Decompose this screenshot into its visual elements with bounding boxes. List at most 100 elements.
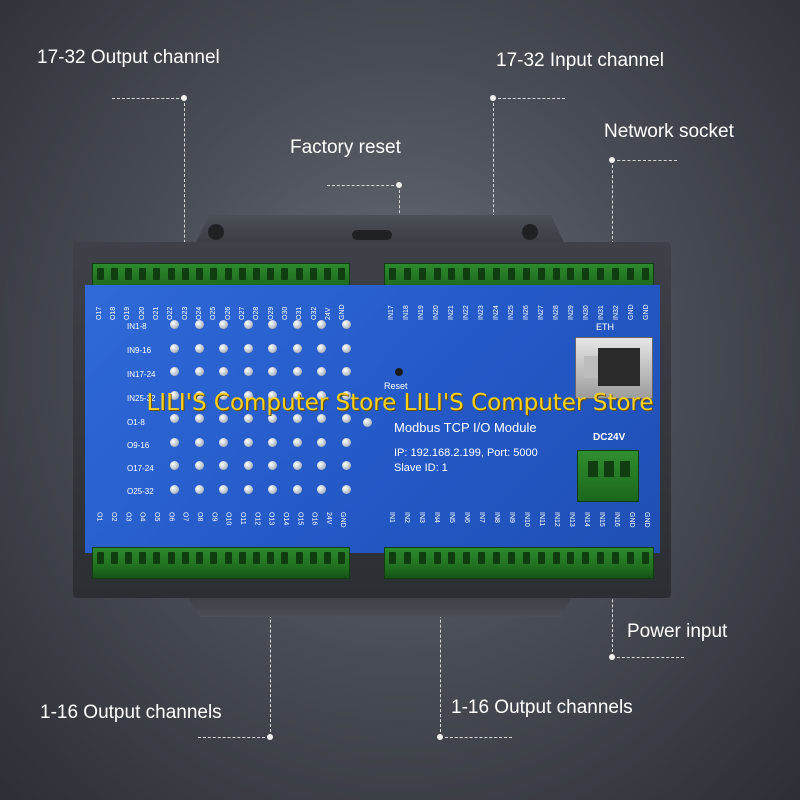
led-row-label: IN25-32 [127,394,156,403]
terminal-screw-slot[interactable] [110,552,118,564]
terminal-screw-slot[interactable] [153,552,161,564]
terminal-screw-slot[interactable] [167,552,175,564]
terminal-screw-slot[interactable] [641,552,649,564]
channel-led [268,390,277,400]
terminal-screw-slot[interactable] [181,552,189,564]
terminal-screw-slot[interactable] [388,552,396,564]
terminal-screw-slot[interactable] [507,268,515,280]
terminal-screw-slot[interactable] [338,268,346,280]
terminal-screw-slot[interactable] [388,268,396,280]
terminal-screw-slot[interactable] [641,268,649,280]
terminal-screw-slot[interactable] [139,268,147,280]
terminal-screw-slot[interactable] [324,268,332,280]
terminal-screw-slot[interactable] [403,268,411,280]
terminal-screw-slot[interactable] [125,552,133,564]
terminal-screw-slot[interactable] [567,268,575,280]
terminal-screw-slot[interactable] [281,552,289,564]
terminal-screw-slot[interactable] [433,552,441,564]
callout-factory-reset: Factory reset [290,137,401,158]
pin-label: IN3 [418,512,425,523]
terminal-screw-slot[interactable] [295,268,303,280]
terminal-screw-slot[interactable] [552,552,560,564]
channel-led [219,390,228,400]
terminal-screw-slot[interactable] [110,268,118,280]
terminal-screw-slot[interactable] [253,268,261,280]
pin-label: IN5 [448,512,455,523]
terminal-screw-slot[interactable] [238,552,246,564]
pin-label: IN21 [448,305,455,320]
channel-led [292,461,302,470]
terminal-screw-slot[interactable] [582,268,590,280]
pin-label: O28 [253,306,261,320]
terminal-screw-slot[interactable] [597,268,605,280]
terminal-screw-slot[interactable] [626,268,634,280]
terminal-screw-slot[interactable] [238,268,246,280]
terminal-screw-slot[interactable] [167,268,175,280]
terminal-screw-slot[interactable] [478,552,486,564]
terminal-screw-slot[interactable] [493,552,501,564]
pin-label: O17 [95,306,103,320]
terminal-screw-slot[interactable] [96,552,104,564]
channel-led [219,320,228,329]
terminal-screw-slot[interactable] [309,552,317,564]
terminal-screw-slot[interactable] [309,268,317,280]
terminal-screw-slot[interactable] [478,268,486,280]
terminal-screw-slot[interactable] [96,268,104,280]
terminal-screw-slot[interactable] [612,268,620,280]
terminal-screw-slot[interactable] [224,552,232,564]
terminal-bottom-right [384,547,654,579]
terminal-screw-slot[interactable] [433,268,441,280]
pin-label: IN30 [583,305,590,320]
terminal-screw-slot[interactable] [139,552,147,564]
pin-label: 24V [324,512,332,525]
terminal-screw-slot[interactable] [253,552,261,564]
terminal-screw-slot[interactable] [597,552,605,564]
terminal-screw-slot[interactable] [522,552,530,564]
terminal-screw-slot[interactable] [210,268,218,280]
terminal-screw-slot[interactable] [403,552,411,564]
terminal-screw-slot[interactable] [537,552,545,564]
terminal-screw-slot[interactable] [324,552,332,564]
terminal-screw-slot[interactable] [196,552,204,564]
terminal-screw-slot[interactable] [125,268,133,280]
terminal-screw-slot[interactable] [338,552,346,564]
terminal-screw-slot[interactable] [210,552,218,564]
terminal-screw-slot[interactable] [626,552,634,564]
terminal-screw-slot[interactable] [224,268,232,280]
terminal-screw-slot[interactable] [181,268,189,280]
terminal-screw-slot[interactable] [507,552,515,564]
network-socket[interactable] [575,337,653,399]
power-input-terminal[interactable] [577,450,639,502]
pin-label: O2 [109,512,117,522]
terminal-screw-slot[interactable] [267,552,275,564]
terminal-screw-slot[interactable] [463,552,471,564]
terminal-screw-slot[interactable] [295,552,303,564]
terminal-screw-slot[interactable] [153,268,161,280]
terminal-screw-slot[interactable] [267,268,275,280]
terminal-screw-slot[interactable] [522,268,530,280]
terminal-screw-slot[interactable] [448,552,456,564]
channel-led [170,367,179,376]
terminal-screw-slot[interactable] [418,268,426,280]
led-row-label: O9-16 [127,441,150,450]
channel-led [194,367,204,376]
channel-led [243,484,253,494]
terminal-screw-slot[interactable] [281,268,289,280]
leader-out17-h [112,98,184,99]
channel-led [292,390,302,400]
terminal-screw-slot[interactable] [493,268,501,280]
channel-led [194,484,204,494]
channel-led [194,320,204,329]
channel-led [341,390,351,400]
terminal-screw-slot[interactable] [612,552,620,564]
terminal-screw-slot[interactable] [567,552,575,564]
terminal-screw-slot[interactable] [537,268,545,280]
terminal-screw-slot[interactable] [196,268,204,280]
pin-label: O11 [238,512,246,525]
terminal-screw-slot[interactable] [448,268,456,280]
terminal-screw-slot[interactable] [463,268,471,280]
terminal-screw-slot[interactable] [582,552,590,564]
terminal-screw-slot[interactable] [552,268,560,280]
terminal-screw-slot[interactable] [418,552,426,564]
factory-reset-button[interactable] [395,368,403,376]
